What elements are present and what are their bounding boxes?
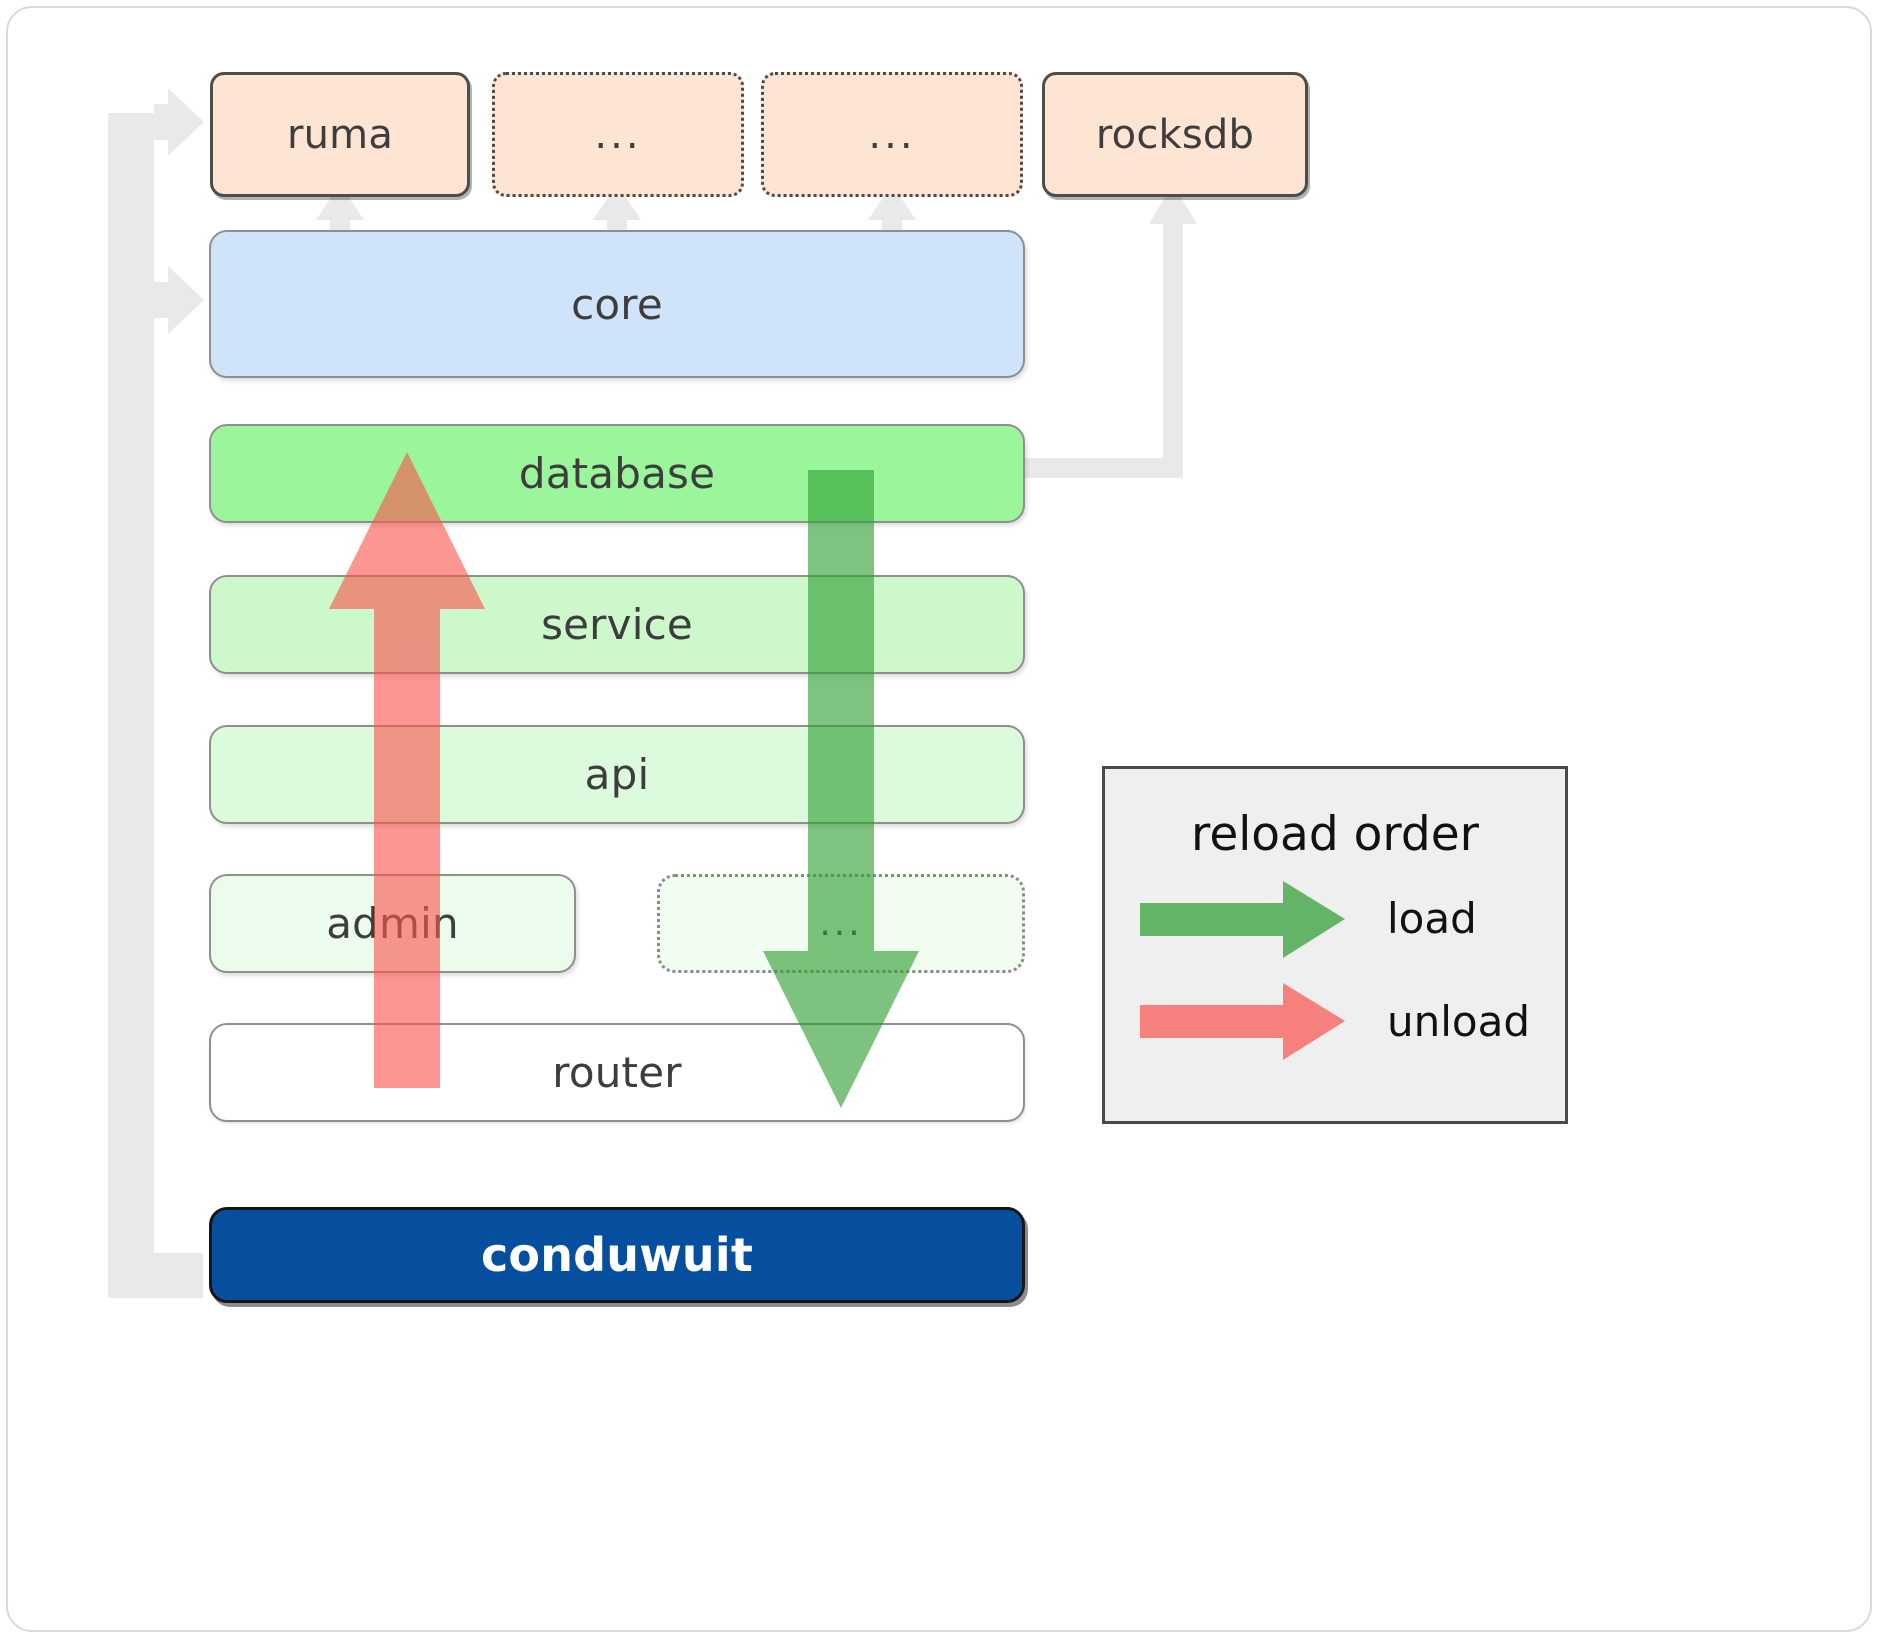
layer-label: core (571, 279, 663, 329)
layer-label: admin (326, 899, 459, 948)
layer-box-admin[interactable]: admin (209, 874, 576, 973)
layer-box-api[interactable]: api (209, 725, 1025, 824)
layer-label: ... (819, 902, 863, 944)
layer-label: database (518, 449, 716, 498)
layer-box-ellipsis[interactable]: ... (657, 874, 1025, 973)
binary-box-conduwuit[interactable]: conduwuit (209, 1207, 1025, 1303)
legend-label-unload: unload (1387, 997, 1531, 1046)
legend-label-load: load (1387, 894, 1477, 943)
legend-arrow-swatches (1140, 881, 1345, 1060)
dependency-label: ruma (286, 111, 394, 158)
binary-label: conduwuit (480, 1228, 754, 1282)
layer-label: api (584, 750, 650, 799)
dependency-box-ellipsis-2[interactable]: ... (761, 72, 1023, 197)
dependency-label: ... (868, 111, 916, 158)
legend-title: reload order (1191, 807, 1479, 862)
connector-conduwuit-to-ruma-and-core (108, 1253, 203, 1298)
diagram-canvas: ruma ... ... rocksdb core database servi… (6, 6, 1872, 1632)
dependency-box-ellipsis-1[interactable]: ... (492, 72, 744, 197)
dependency-box-rocksdb[interactable]: rocksdb (1042, 72, 1308, 197)
dependency-label: ... (594, 111, 642, 158)
layer-box-router[interactable]: router (209, 1023, 1025, 1122)
connector-branch-ruma (154, 88, 204, 156)
connector-branch-core (154, 266, 204, 334)
layer-box-core[interactable]: core (209, 230, 1025, 378)
layer-label: service (541, 600, 693, 649)
layer-label: router (552, 1048, 682, 1097)
legend-load-arrow-icon (1140, 881, 1345, 958)
dependency-label: rocksdb (1095, 111, 1255, 158)
legend-panel: reload order load unload (1102, 766, 1568, 1124)
layer-box-database[interactable]: database (209, 424, 1025, 523)
legend-unload-arrow-icon (1140, 983, 1345, 1060)
dependency-box-ruma[interactable]: ruma (210, 72, 470, 197)
layer-box-service[interactable]: service (209, 575, 1025, 674)
connector-database-to-rocksdb (1021, 184, 1197, 478)
